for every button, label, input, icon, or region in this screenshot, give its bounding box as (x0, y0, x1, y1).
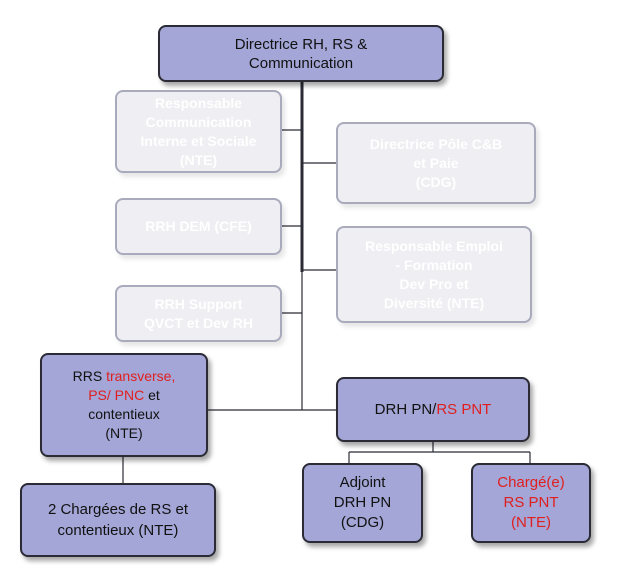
node-label-highlight: transverse, (106, 368, 176, 384)
node-rrs-transverse: RRS transverse, PS/ PNC et contentieux (… (40, 353, 208, 457)
node-label: et Paie (413, 154, 459, 171)
node-label: (NTE) (511, 514, 551, 531)
node-label-line: PS/ PNC et (88, 386, 160, 405)
node-label: Directrice RH, RS & (234, 35, 368, 53)
node-label: (NTE) (179, 151, 218, 168)
node-label: RS PNT (503, 494, 559, 511)
node-responsable-communication: Responsable Communication Interne et Soc… (115, 90, 282, 173)
node-label: 2 Chargées de RS et (47, 501, 189, 518)
node-label-highlight: RS PNT (436, 401, 492, 418)
node-label: et (144, 387, 160, 403)
node-charge-rs-pnt: Chargé(e) RS PNT (NTE) (471, 463, 591, 543)
node-label: RRH DEM (CFE) (145, 218, 252, 234)
node-label: Communication (248, 54, 354, 72)
node-label: RRS (72, 368, 107, 384)
node-label-line: RRS transverse, (73, 367, 176, 386)
node-label-line: DRH PN/RS PNT (375, 400, 492, 419)
node-label: (CDG) (415, 173, 457, 190)
node-label: Communication (145, 113, 252, 130)
node-label: Dev Pro et (399, 275, 469, 292)
node-label: (CDG) (340, 514, 385, 531)
node-adjoint-drh: Adjoint DRH PN (CDG) (302, 463, 423, 543)
node-rrh-dem: RRH DEM (CFE) (115, 198, 282, 255)
node-label: RRH Support (154, 295, 243, 312)
node-label: contentieux (88, 406, 160, 422)
node-label: Directrice Pôle C&B (369, 135, 503, 152)
node-label: QVCT et Dev RH (144, 314, 253, 331)
node-chargees-rs: 2 Chargées de RS et contentieux (NTE) (20, 483, 216, 557)
node-label: - Formation (395, 256, 473, 273)
node-responsable-emploi: Responsable Emploi - Formation Dev Pro e… (336, 226, 532, 323)
node-label: contentieux (NTE) (57, 522, 179, 539)
node-label: Interne et Sociale (140, 132, 257, 149)
node-label: Adjoint (339, 474, 386, 491)
node-label: DRH PN (333, 494, 392, 511)
node-label: Responsable Emploi (365, 237, 503, 254)
node-directrice-rh: Directrice RH, RS & Communication (158, 25, 444, 82)
node-label: DRH PN/ (374, 401, 437, 418)
node-label: (NTE) (105, 425, 143, 441)
node-label: Responsable (154, 94, 243, 111)
node-drh-pn: DRH PN/RS PNT (336, 377, 530, 442)
node-label: Diversité (NTE) (383, 294, 485, 311)
node-directrice-pole: Directrice Pôle C&B et Paie (CDG) (336, 122, 536, 204)
node-label-highlight: PS/ PNC (88, 387, 145, 403)
node-label: Chargé(e) (497, 474, 565, 491)
node-rrh-support: RRH Support QVCT et Dev RH (115, 285, 282, 342)
